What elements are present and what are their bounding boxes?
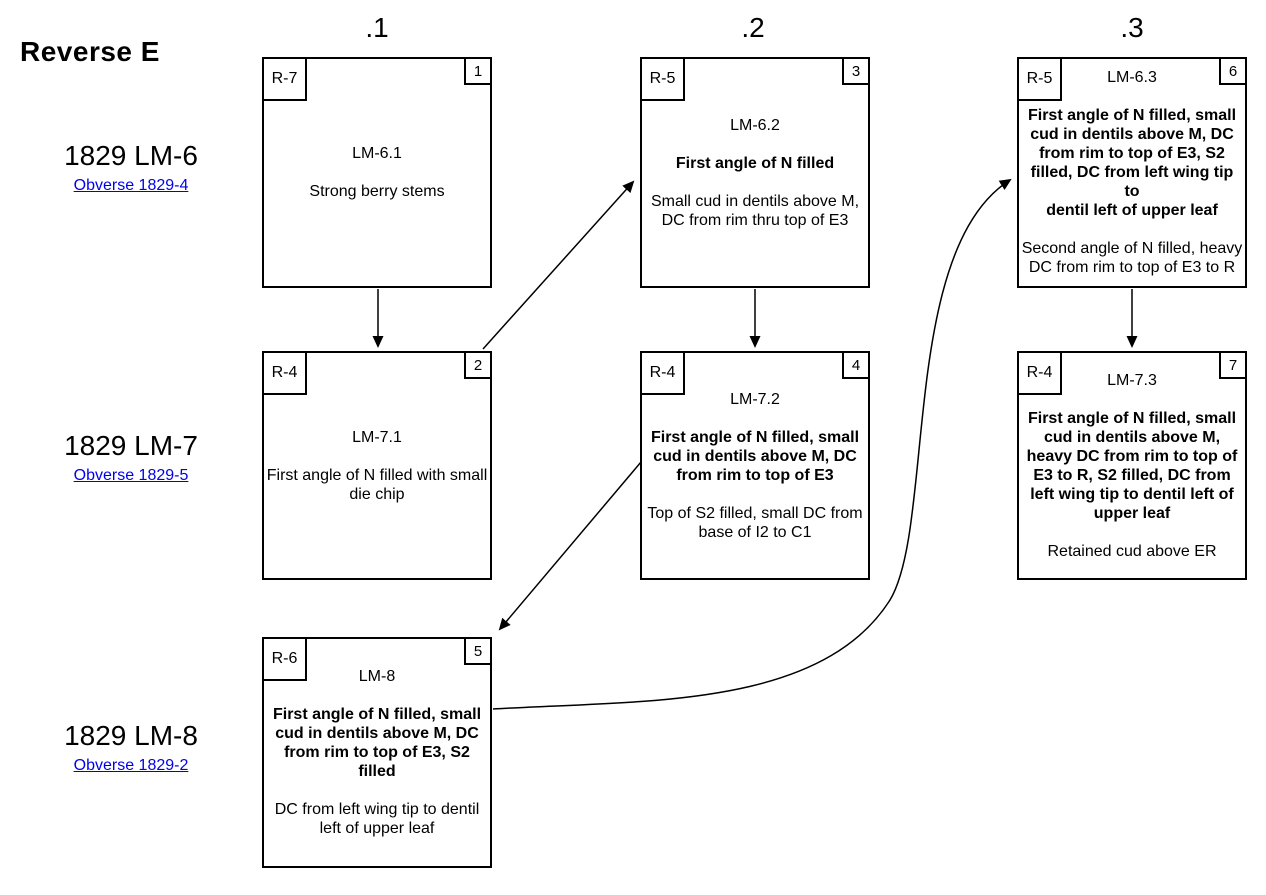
sequence-number-badge: 6 xyxy=(1219,57,1247,85)
sequence-number-badge: 3 xyxy=(842,57,870,85)
variety-name: 1829 LM-8 xyxy=(64,720,198,751)
die-state-box-3: R-5 3 LM-6.2 First angle of N filled Sma… xyxy=(640,57,870,288)
die-state-box-2: R-4 2 LM-7.1 First angle of N filled wit… xyxy=(262,351,492,580)
die-state-key-markers: First angle of N filled, small cud in de… xyxy=(1027,107,1237,219)
column-header-1: .1 xyxy=(365,12,389,43)
column-header-2: .2 xyxy=(741,12,765,43)
die-state-description: Second angle of N filled, heavy DC from … xyxy=(1021,240,1243,276)
die-state-key-markers: First angle of N filled, small cud in de… xyxy=(1026,409,1238,522)
rarity-badge: R-6 xyxy=(262,637,307,681)
arrow-4-to-5 xyxy=(498,461,642,631)
obverse-link[interactable]: Obverse 1829-4 xyxy=(73,177,189,194)
sequence-number-badge: 4 xyxy=(842,351,870,379)
die-state-key-markers: First angle of N filled, small cud in de… xyxy=(650,428,860,484)
die-state-title: LM-6.1 xyxy=(352,145,402,162)
die-state-title: LM-7.1 xyxy=(352,428,402,446)
row-label-lm8: 1829 LM-8 Obverse 1829-2 xyxy=(25,720,237,775)
die-state-description: DC from left wing tip to dentil left of … xyxy=(274,801,480,837)
variety-name: 1829 LM-7 xyxy=(64,430,198,461)
rarity-badge: R-5 xyxy=(1017,57,1062,101)
die-state-description: Strong berry stems xyxy=(309,183,445,200)
row-label-lm6: 1829 LM-6 Obverse 1829-4 xyxy=(25,140,237,195)
variety-name: 1829 LM-6 xyxy=(64,140,198,171)
sequence-number-badge: 7 xyxy=(1219,351,1247,379)
row-label-lm7: 1829 LM-7 Obverse 1829-5 xyxy=(25,430,237,485)
rarity-badge: R-5 xyxy=(640,57,685,101)
die-state-key-markers: First angle of N filled, small cud in de… xyxy=(272,706,482,780)
die-state-description: First angle of N filled with small die c… xyxy=(266,466,488,503)
die-state-box-4: R-4 4 LM-7.2 First angle of N filled, sm… xyxy=(640,351,870,580)
arrow-2-to-3 xyxy=(482,180,635,350)
page-title: Reverse E xyxy=(20,36,160,67)
die-state-box-7: R-4 7 LM-7.3 First angle of N filled, sm… xyxy=(1017,351,1247,580)
die-state-description: Top of S2 filled, small DC from base of … xyxy=(647,504,863,541)
die-state-title: LM-7.3 xyxy=(1107,371,1157,389)
sequence-number-badge: 2 xyxy=(464,351,492,379)
rarity-badge: R-4 xyxy=(1017,351,1062,395)
die-state-box-1: R-7 1 LM-6.1 Strong berry stems xyxy=(262,57,492,288)
die-state-title: LM-7.2 xyxy=(730,390,780,408)
die-state-description: Small cud in dentils above M, DC from ri… xyxy=(650,192,860,229)
column-header-3: .3 xyxy=(1120,12,1144,43)
obverse-link[interactable]: Obverse 1829-2 xyxy=(73,757,189,774)
sequence-number-badge: 1 xyxy=(464,57,492,85)
sequence-number-badge: 5 xyxy=(464,637,492,665)
obverse-link[interactable]: Obverse 1829-5 xyxy=(73,467,189,484)
die-state-title: LM-6.3 xyxy=(1107,69,1157,86)
die-state-title: LM-6.2 xyxy=(730,116,780,134)
rarity-badge: R-7 xyxy=(262,57,307,101)
die-state-description: Retained cud above ER xyxy=(1047,542,1217,560)
rarity-badge: R-4 xyxy=(640,351,685,395)
die-state-key-markers: First angle of N filled xyxy=(675,154,835,172)
die-state-box-5: R-6 5 LM-8 First angle of N filled, smal… xyxy=(262,637,492,868)
rarity-badge: R-4 xyxy=(262,351,307,395)
die-state-box-6: R-5 6 LM-6.3 First angle of N filled, sm… xyxy=(1017,57,1247,288)
die-state-title: LM-8 xyxy=(358,668,396,685)
